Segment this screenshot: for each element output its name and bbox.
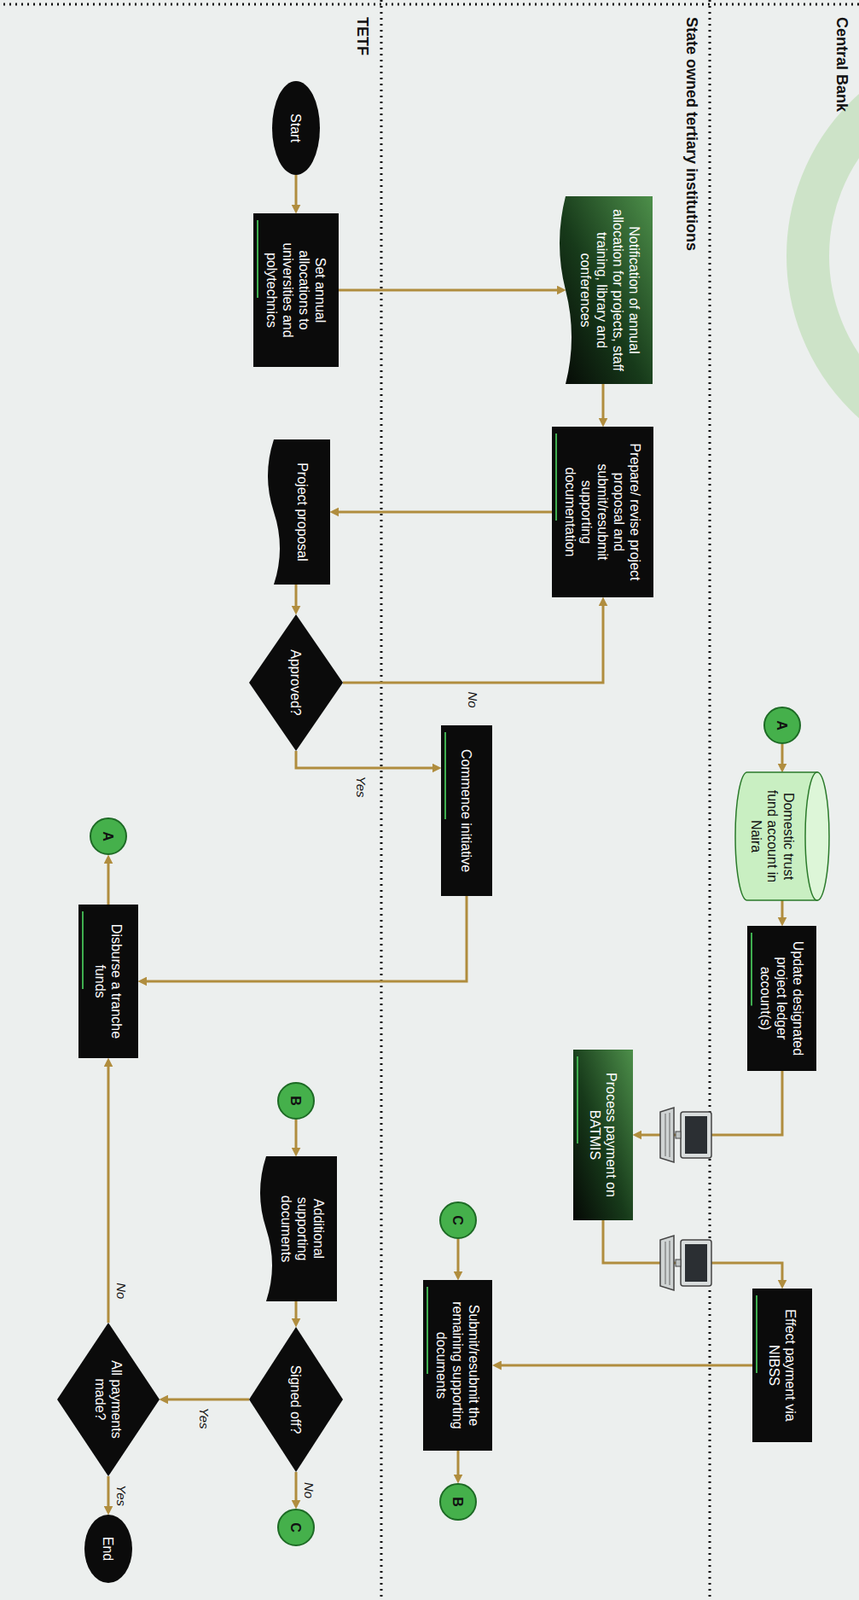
flow-arrow: [107, 859, 111, 905]
flow-arrow: [498, 1363, 754, 1367]
computer-icon: [660, 1235, 712, 1290]
flow-arrow: [781, 743, 784, 767]
database-cylinder: Domestic trust fund account in Naira: [735, 771, 830, 900]
node-text: C: [450, 1214, 467, 1225]
computer-icon: [660, 1107, 712, 1162]
flow-arrow: [295, 584, 298, 610]
node-text: Start: [288, 91, 305, 165]
flow-arrow: [342, 602, 604, 683]
decision-diamond: All payments made?: [57, 1322, 160, 1476]
process-box: Effect payment via NIBSS: [752, 1288, 813, 1442]
document-shape: Additional supporting documents: [255, 1155, 338, 1301]
node-text: End: [100, 1524, 117, 1573]
lane-separator: [708, 0, 712, 1600]
decision-diamond-outline: [57, 1322, 160, 1476]
edge-label: Yes: [113, 1481, 129, 1509]
connector-circle: B: [277, 1081, 315, 1120]
flow-arrow: [335, 510, 553, 514]
edge-label: No: [465, 688, 482, 710]
flow-arrow: [603, 1219, 783, 1283]
flow-arrow: [295, 1471, 298, 1504]
flow-arrow: [338, 289, 561, 292]
process-box: Disburse a tranche funds: [78, 904, 139, 1058]
flow-arrow: [457, 1450, 460, 1478]
node-text: Disburse a tranche funds: [92, 914, 125, 1048]
flow-arrow: [295, 174, 298, 209]
node-text: Project proposal: [295, 449, 312, 575]
node-text: C: [288, 1521, 305, 1533]
node-text: Approved?: [288, 643, 305, 723]
node-text: Additional supporting documents: [278, 1166, 328, 1291]
lane-title: State owned tertiary institutions: [682, 17, 701, 251]
node-text: Domestic trust fund account in Naira: [748, 780, 798, 892]
terminal-oval: Start: [272, 81, 320, 175]
connector-circle: A: [89, 817, 128, 855]
flow-arrow: [107, 1475, 111, 1510]
document-shape: Project proposal: [261, 439, 331, 585]
flow-arrow: [107, 1062, 111, 1323]
decor-ring: [807, 59, 859, 453]
process-box: Process payment on BATMIS: [573, 1049, 633, 1220]
node-text: B: [288, 1095, 305, 1106]
process-box: Update designated project ledger account…: [748, 925, 818, 1071]
process-box: Commence initiative: [441, 725, 493, 896]
flow-arrow: [602, 383, 605, 422]
edge-label: Yes: [354, 772, 370, 800]
node-text: B: [450, 1496, 467, 1507]
process-box: Set annual allocations to universities a…: [253, 213, 339, 367]
edge-label: No: [113, 1279, 129, 1301]
node-text: Process payment on BATMIS: [586, 1059, 620, 1210]
node-text: A: [100, 830, 117, 842]
decision-diamond: Approved?: [249, 614, 343, 751]
connector-circle: B: [439, 1482, 477, 1521]
node-text: All payments made?: [92, 1354, 125, 1444]
flow-arrow: [296, 750, 436, 768]
connector-circle: C: [439, 1201, 477, 1239]
terminal-oval: End: [84, 1514, 133, 1583]
node-text: Update designated project ledger account…: [758, 935, 807, 1061]
process-box-outline: [78, 904, 139, 1058]
node-text: A: [774, 719, 791, 731]
edge-label: Yes: [197, 1404, 213, 1431]
process-box: Prepare/ revise project proposal and sub…: [552, 426, 655, 598]
flow-arrow: [164, 1398, 250, 1401]
connector-circle: C: [277, 1508, 315, 1546]
flow-arrow: [781, 899, 784, 921]
lane-separator: [0, 3, 859, 6]
process-box: Submit/resubmit the remaining supporting…: [423, 1279, 494, 1451]
node-text: Notification of annual allocation for pr…: [577, 206, 643, 374]
node-text: Commence initiative: [458, 735, 476, 886]
node-text: Set annual allocations to universities a…: [263, 223, 329, 357]
process-box-outline: [573, 1049, 633, 1220]
flow-arrow: [143, 895, 467, 981]
node-text: Signed off?: [288, 1357, 305, 1442]
node-text: Effect payment via NIBSS: [766, 1298, 799, 1432]
flow-arrow: [457, 1238, 460, 1275]
node-text: Submit/resubmit the remaining supporting…: [434, 1289, 483, 1440]
flow-arrow: [295, 1119, 298, 1151]
lane-title: TETF: [353, 17, 372, 56]
edge-label: No: [301, 1479, 317, 1501]
node-text: Prepare/ revise project proposal and sub…: [562, 436, 645, 587]
document-shape: Notification of annual allocation for pr…: [553, 196, 653, 384]
lane-separator: [380, 0, 384, 1600]
decision-diamond: Signed off?: [249, 1326, 343, 1472]
lane-title: Central Bank: [832, 17, 851, 112]
connector-circle: A: [763, 706, 801, 744]
process-box-outline: [752, 1288, 813, 1442]
flow-arrow: [295, 1300, 298, 1322]
